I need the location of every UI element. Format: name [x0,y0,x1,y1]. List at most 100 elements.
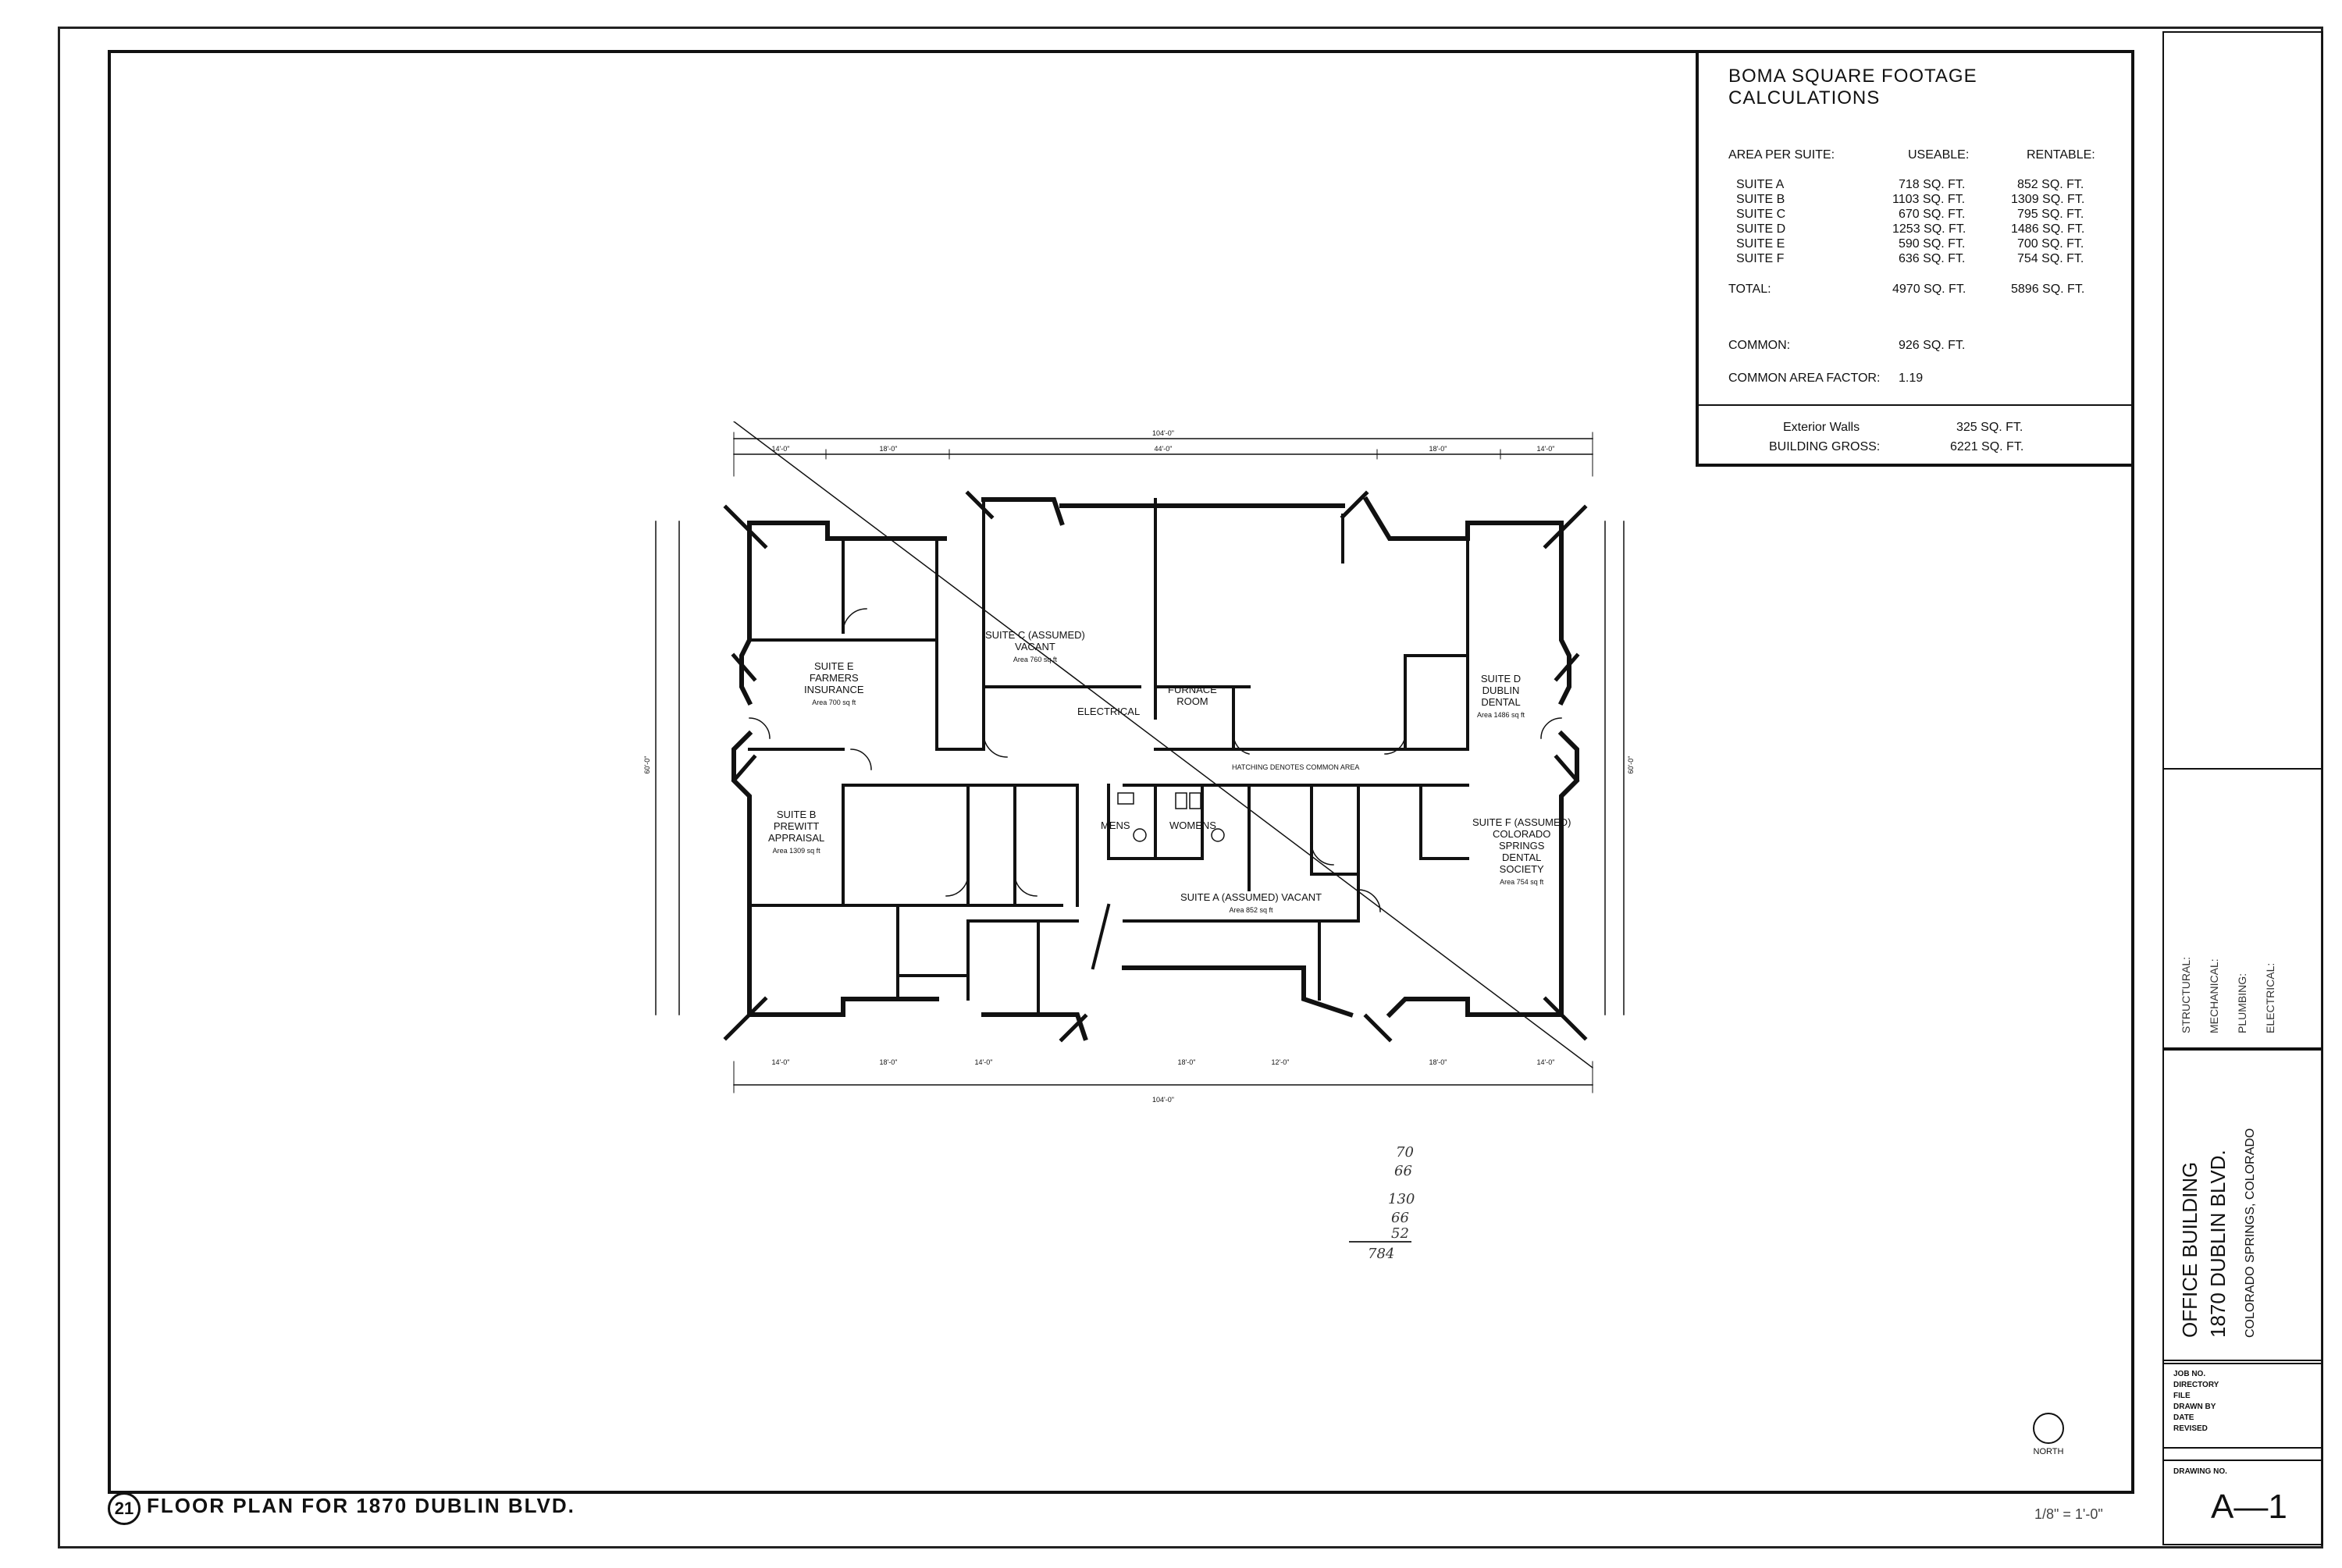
room-label-suite-b: SUITE B PREWITT APPRAISAL Area 1309 sq f… [768,809,824,857]
dim-bottom: 18'-0" [1429,1058,1447,1066]
handwritten-note: 70 [1396,1144,1414,1161]
handwritten-note: 52 [1391,1225,1409,1242]
dim-bottom: 18'-0" [880,1058,898,1066]
boma-row-useable: 1253 SQ. FT. [1892,222,1966,236]
suite-d-name: SUITE D [1480,673,1522,684]
boma-row-useable: 1103 SQ. FT. [1892,193,1966,206]
dim-bottom: 18'-0" [1178,1058,1196,1066]
handwritten-note: 130 [1388,1191,1415,1207]
label-revised: REVISED [2173,1424,2208,1433]
boma-ext-label: Exterior Walls [1783,421,1860,434]
boma-row-useable: 718 SQ. FT. [1899,178,1966,191]
discipline-electrical: ELECTRICAL: [2264,962,2276,1033]
handwritten-rule [1349,1241,1411,1243]
suite-f-area: Area 754 sq ft [1500,878,1544,886]
dim-top: 44'-0" [1155,445,1173,453]
room-label-womens: WOMENS [1169,820,1216,831]
boma-row-useable: 590 SQ. FT. [1899,237,1966,251]
suite-f-tenant-3: DENTAL [1502,852,1542,863]
dim-top: 14'-0" [772,445,790,453]
dim-side-right: 60'-0" [1627,756,1635,774]
dim-overall-top: 104'-0" [1152,429,1174,437]
room-label-furnace: FURNACE ROOM [1168,684,1217,707]
suite-b-tenant: PREWITT [773,820,820,832]
label-date: DATE [2173,1413,2194,1422]
suite-f-tenant-4: SOCIETY [1499,863,1544,875]
boma-row-rentable: 700 SQ. FT. [2017,237,2084,251]
drawing-no: A—1 [2211,1488,2287,1526]
suite-e-area: Area 700 sq ft [812,699,856,706]
boma-title: BOMA SQUARE FOOTAGE CALCULATIONS [1728,66,1977,108]
suite-b-tenant-2: APPRAISAL [768,832,825,844]
suite-b-name: SUITE B [776,809,817,820]
boma-total-label: TOTAL: [1728,283,1771,296]
boma-row-useable: 636 SQ. FT. [1899,252,1966,265]
boma-factor-label: COMMON AREA FACTOR: [1728,372,1881,385]
boma-common-label: COMMON: [1728,339,1791,352]
suite-a-area: Area 852 sq ft [1229,906,1273,914]
dim-top: 18'-0" [1429,445,1447,453]
suite-c-name: SUITE C (ASSUMED) [985,629,1085,641]
north-circle-icon [2033,1413,2064,1444]
project-name: OFFICE BUILDING [2178,1161,2201,1338]
project-address: 1870 DUBLIN BLVD. [2206,1150,2230,1338]
title-block: STRUCTURAL: MECHANICAL: PLUMBING: ELECTR… [2162,27,2323,1548]
suite-c-area: Area 760 sq ft [1013,656,1057,663]
disciplines-box [2162,768,2323,1049]
drawing-no-box [2162,1460,2323,1545]
boma-total-rentable: 5896 SQ. FT. [2011,283,2085,296]
boma-row-rentable: 1309 SQ. FT. [2011,193,2085,206]
info-labels: JOB NO. DIRECTORY FILE DRAWN BY DATE REV… [2173,1369,2219,1435]
suite-d-area: Area 1486 sq ft [1477,711,1525,719]
suite-e-name: SUITE E [814,660,854,672]
north-label: NORTH [2033,1447,2064,1456]
handwritten-note: 784 [1368,1246,1395,1262]
boma-row-suite: SUITE C [1736,208,1786,221]
room-label-suite-a: SUITE A (ASSUMED) VACANT Area 852 sq ft [1180,891,1322,916]
dim-overall-bottom: 104'-0" [1152,1096,1174,1104]
suite-a-name: SUITE A (ASSUMED) VACANT [1180,891,1322,903]
dim-bottom: 14'-0" [1537,1058,1555,1066]
boma-ext-value: 325 SQ. FT. [1956,421,2023,434]
label-directory: DIRECTORY [2173,1381,2219,1389]
boma-table: BOMA SQUARE FOOTAGE CALCULATIONS AREA PE… [1696,50,2134,467]
handwritten-note: 66 [1394,1163,1412,1179]
suite-f-tenant-2: SPRINGS [1498,840,1545,852]
boma-factor-value: 1.19 [1899,372,1924,385]
boma-gross-value: 6221 SQ. FT. [1950,440,2024,453]
floor-plan: 104'-0" 14'-0" 18'-0" 44'-0" 18'-0" 14'-… [643,421,1635,1104]
boma-col-area: AREA PER SUITE: [1728,148,1835,162]
boma-row-rentable: 1486 SQ. FT. [2011,222,2085,236]
boma-row-suite: SUITE F [1736,252,1785,265]
common-area-note: HATCHING DENOTES COMMON AREA [1232,763,1360,771]
boma-col-rentable: RENTABLE: [2027,148,2095,162]
dim-bottom: 12'-0" [1272,1058,1290,1066]
room-label-suite-f: SUITE F (ASSUMED) COLORADO SPRINGS DENTA… [1472,816,1571,888]
plan-title: FLOOR PLAN FOR 1870 DUBLIN BLVD. [147,1494,575,1517]
boma-row-rentable: 795 SQ. FT. [2017,208,2084,221]
suite-d-tenant-2: DENTAL [1481,696,1521,708]
suite-f-tenant: COLORADO [1493,828,1551,840]
suite-d-tenant: DUBLIN [1482,684,1520,696]
suite-b-area: Area 1309 sq ft [772,847,820,855]
suite-e-tenant: FARMERS [809,672,859,684]
handwritten-note: 66 [1391,1210,1409,1226]
label-file: FILE [2173,1392,2191,1400]
boma-col-useable: USEABLE: [1908,148,1970,162]
label-job-no: JOB NO. [2173,1370,2206,1378]
dim-bottom: 14'-0" [975,1058,993,1066]
project-box [2162,1049,2323,1361]
dim-top: 18'-0" [880,445,898,453]
dim-top: 14'-0" [1537,445,1555,453]
dim-side-left: 60'-0" [643,756,651,774]
scale-note: 1/8" = 1'-0" [2034,1506,2103,1522]
boma-row-suite: SUITE A [1736,178,1785,191]
boma-row-suite: SUITE B [1736,193,1785,206]
room-label-suite-d: SUITE D DUBLIN DENTAL Area 1486 sq ft [1477,673,1525,721]
furnace-name: FURNACE [1168,684,1217,695]
room-label-suite-c: SUITE C (ASSUMED) VACANT Area 760 sq ft [985,629,1085,666]
drawing-border [108,50,2134,1494]
boma-gross-label: BUILDING GROSS: [1769,440,1881,453]
discipline-plumbing: PLUMBING: [2236,972,2248,1033]
plan-number: 21 [108,1492,141,1525]
